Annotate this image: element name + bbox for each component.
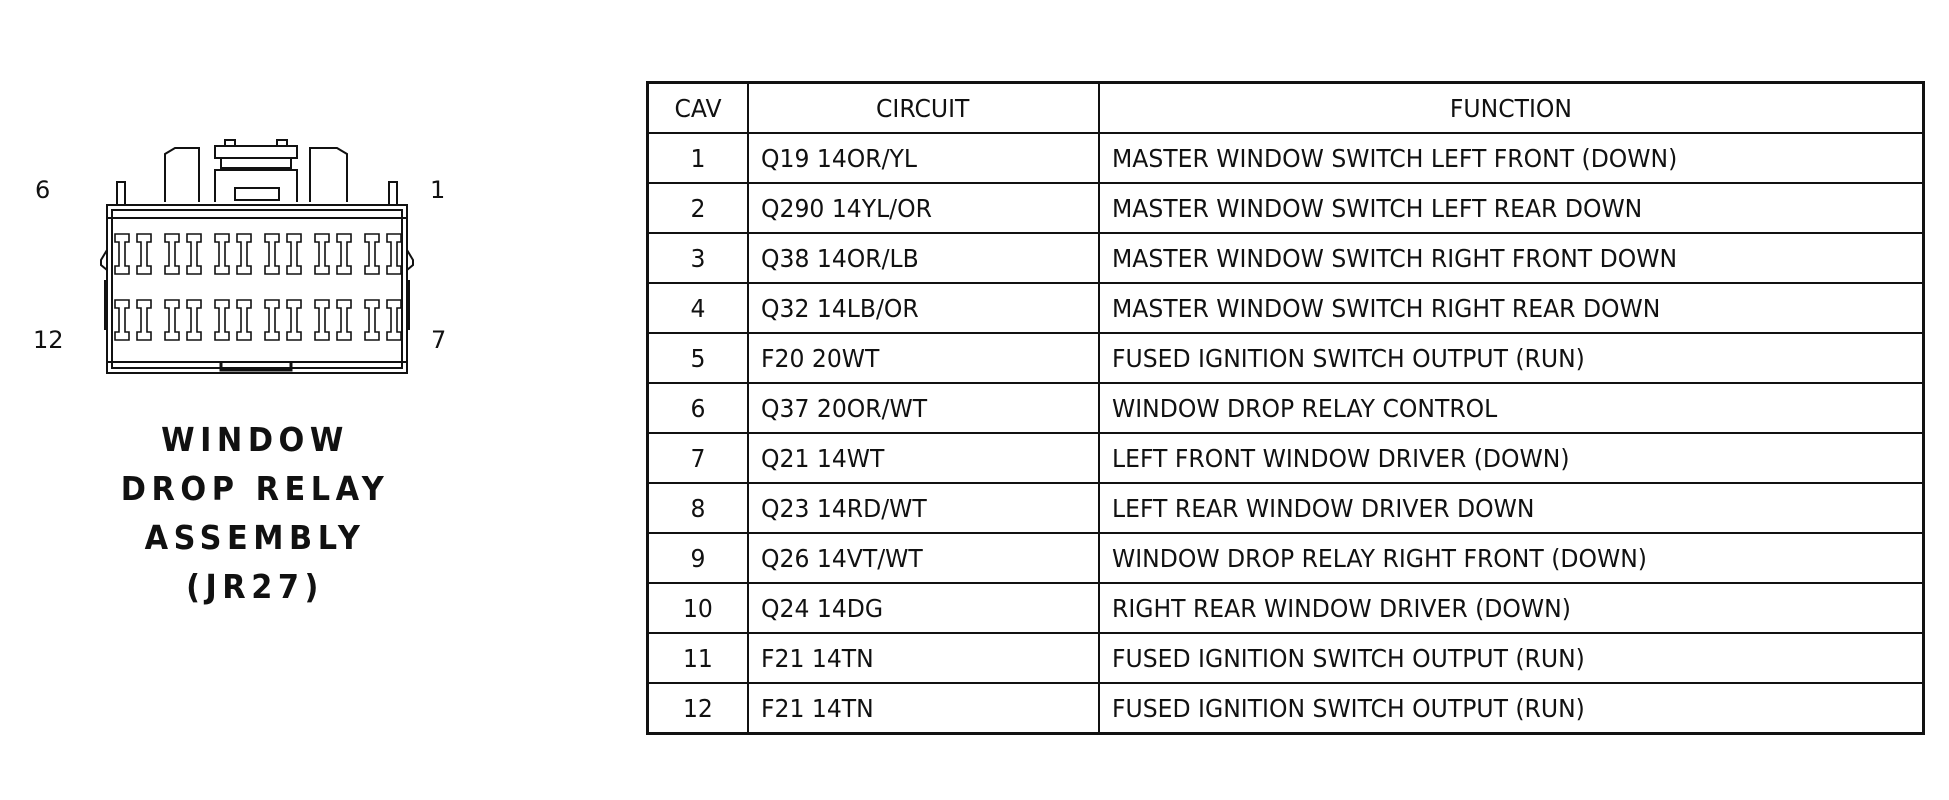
cavity <box>364 233 402 275</box>
cavity <box>264 233 302 275</box>
title-line-1: WINDOW <box>161 420 349 459</box>
circuit-cell: Q19 14OR/YL <box>746 132 1100 184</box>
circuit-cell: Q38 14OR/LB <box>746 232 1100 284</box>
connector-face-diagram: 6 1 12 7 <box>25 130 465 390</box>
function-cell: MASTER WINDOW SWITCH LEFT REAR DOWN <box>1097 182 1925 234</box>
circuit-cell: Q37 20OR/WT <box>746 382 1100 434</box>
cavity <box>364 299 402 341</box>
connector-outline <box>100 139 414 374</box>
cav-cell: 12 <box>646 682 749 735</box>
cavity <box>214 233 252 275</box>
circuit-cell: Q23 14RD/WT <box>746 482 1100 534</box>
cav-cell: 10 <box>646 582 749 634</box>
cav-cell: 4 <box>646 282 749 334</box>
cav-cell: 7 <box>646 432 749 484</box>
cavity <box>114 299 152 341</box>
header-circuit: CIRCUIT <box>746 81 1100 134</box>
function-cell: RIGHT REAR WINDOW DRIVER (DOWN) <box>1097 582 1925 634</box>
cav-cell: 6 <box>646 382 749 434</box>
circuit-cell: Q21 14WT <box>746 432 1100 484</box>
cav-cell: 1 <box>646 132 749 184</box>
cav-cell: 8 <box>646 482 749 534</box>
cavity <box>164 299 202 341</box>
pin-label-1: 1 <box>430 176 446 204</box>
function-cell: MASTER WINDOW SWITCH RIGHT FRONT DOWN <box>1097 232 1925 284</box>
cav-cell: 3 <box>646 232 749 284</box>
function-cell: LEFT REAR WINDOW DRIVER DOWN <box>1097 482 1925 534</box>
function-cell: LEFT FRONT WINDOW DRIVER (DOWN) <box>1097 432 1925 484</box>
cavity <box>314 299 352 341</box>
circuit-cell: F21 14TN <box>746 632 1100 684</box>
cav-cell: 11 <box>646 632 749 684</box>
cav-cell: 9 <box>646 532 749 584</box>
pin-label-6: 6 <box>35 176 51 204</box>
function-cell: WINDOW DROP RELAY RIGHT FRONT (DOWN) <box>1097 532 1925 584</box>
circuit-cell: F21 14TN <box>746 682 1100 735</box>
circuit-cell: F20 20WT <box>746 332 1100 384</box>
cav-cell: 2 <box>646 182 749 234</box>
function-cell: FUSED IGNITION SWITCH OUTPUT (RUN) <box>1097 632 1925 684</box>
title-line-2: DROP RELAY <box>120 469 390 508</box>
header-function: FUNCTION <box>1097 81 1925 134</box>
pin-label-12: 12 <box>33 326 64 354</box>
cavity <box>214 299 252 341</box>
connector-title: WINDOW DROP RELAY ASSEMBLY (JR27) <box>103 415 407 611</box>
header-cav: CAV <box>646 81 749 134</box>
function-cell: MASTER WINDOW SWITCH RIGHT REAR DOWN <box>1097 282 1925 334</box>
cavity <box>314 233 352 275</box>
function-cell: FUSED IGNITION SWITCH OUTPUT (RUN) <box>1097 682 1925 735</box>
cavity <box>114 233 152 275</box>
cavity <box>164 233 202 275</box>
circuit-cell: Q26 14VT/WT <box>746 532 1100 584</box>
cav-cell: 5 <box>646 332 749 384</box>
circuit-cell: Q32 14LB/OR <box>746 282 1100 334</box>
cavity <box>264 299 302 341</box>
circuit-cell: Q24 14DG <box>746 582 1100 634</box>
title-line-3: ASSEMBLY <box>144 518 366 557</box>
circuit-cell: Q290 14YL/OR <box>746 182 1100 234</box>
table-header-row: CAV CIRCUIT FUNCTION <box>646 81 1925 134</box>
function-cell: FUSED IGNITION SWITCH OUTPUT (RUN) <box>1097 332 1925 384</box>
function-cell: MASTER WINDOW SWITCH LEFT FRONT (DOWN) <box>1097 132 1925 184</box>
pin-label-7: 7 <box>431 326 447 354</box>
title-line-4: (JR27) <box>186 567 324 606</box>
function-cell: WINDOW DROP RELAY CONTROL <box>1097 382 1925 434</box>
